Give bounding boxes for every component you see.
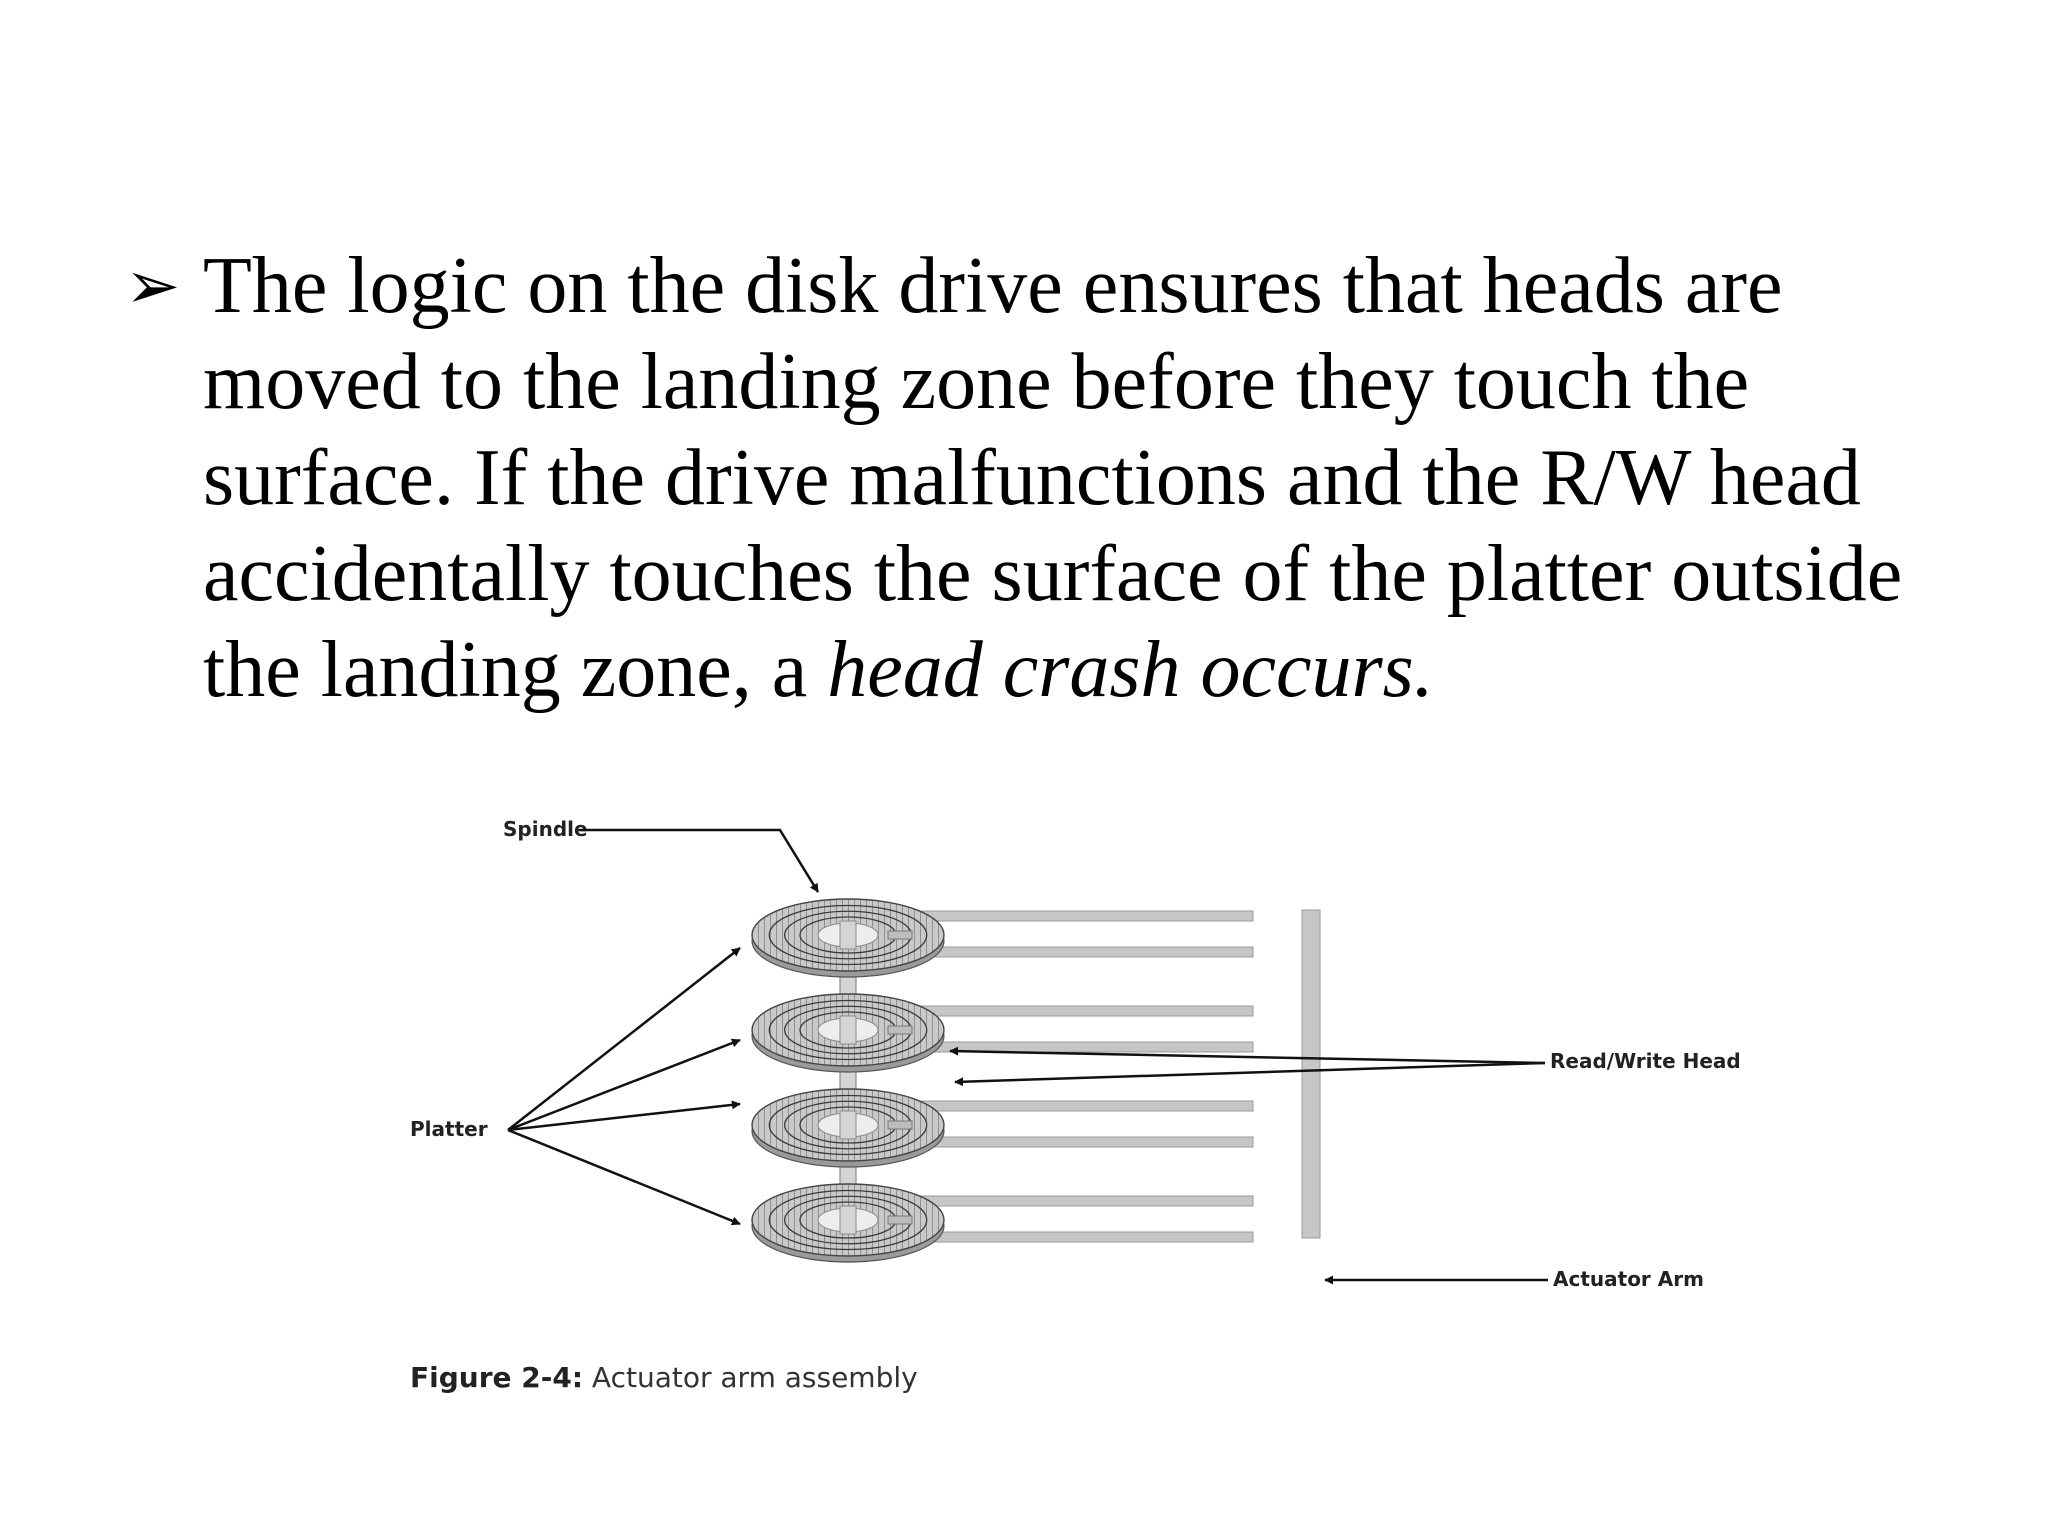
read-write-head-callout-line (954, 1061, 1546, 1087)
platter-track (768, 904, 928, 966)
actuator-arm (897, 1136, 1254, 1148)
figure-caption-text: Actuator arm assembly (583, 1361, 918, 1394)
actuator-arm (897, 1195, 1254, 1207)
platter-track (768, 1094, 928, 1156)
platter-callout-line (507, 1038, 741, 1132)
spindle-segment (839, 920, 857, 950)
platter-callout-line (507, 1100, 741, 1132)
platter-track (768, 999, 928, 1061)
bullet-item: ➢ The logic on the disk drive ensures th… (125, 238, 2005, 718)
figure-caption: Figure 2-4: Actuator arm assembly (410, 1361, 918, 1394)
actuator-arm-label: Actuator Arm (1553, 1267, 1704, 1291)
actuator-arm (897, 1100, 1254, 1112)
spindle-segment (839, 1110, 857, 1140)
figure-caption-number: Figure 2-4: (410, 1361, 583, 1394)
spindle-label: Spindle (503, 817, 588, 841)
arrow-bullet-icon: ➢ (125, 247, 181, 324)
bullet-text-italic: head crash occurs. (827, 626, 1434, 714)
actuator-arm-figure: Spindle Platter Read/Write Head Actuator… (380, 790, 1800, 1430)
platter-callout-line (507, 947, 741, 1131)
read-write-head-callout-line (949, 1046, 1546, 1065)
actuator-arm (897, 1231, 1254, 1243)
spindle-callout-line (580, 828, 820, 893)
read-write-head (887, 1215, 913, 1225)
platter-callout-line (507, 1128, 741, 1226)
spindle-segment (839, 1205, 857, 1235)
actuator-bar (1301, 909, 1321, 1239)
bullet-text-regular: The logic on the disk drive ensures that… (203, 242, 1903, 714)
actuator-arm (897, 946, 1254, 958)
platter-track (768, 1189, 928, 1251)
platter-label: Platter (410, 1117, 488, 1141)
slide-text: ➢ The logic on the disk drive ensures th… (125, 238, 2005, 718)
read-write-head (887, 1025, 913, 1035)
spindle-segment (839, 1015, 857, 1045)
read-write-head (887, 1120, 913, 1130)
actuator-arm-diagram: Spindle Platter Read/Write Head Actuator… (410, 817, 1741, 1394)
read-write-head-label: Read/Write Head (1550, 1049, 1741, 1073)
actuator-arm (897, 910, 1254, 922)
bullet-text: The logic on the disk drive ensures that… (203, 238, 2005, 718)
read-write-head (887, 930, 913, 940)
actuator-arm (897, 1005, 1254, 1017)
